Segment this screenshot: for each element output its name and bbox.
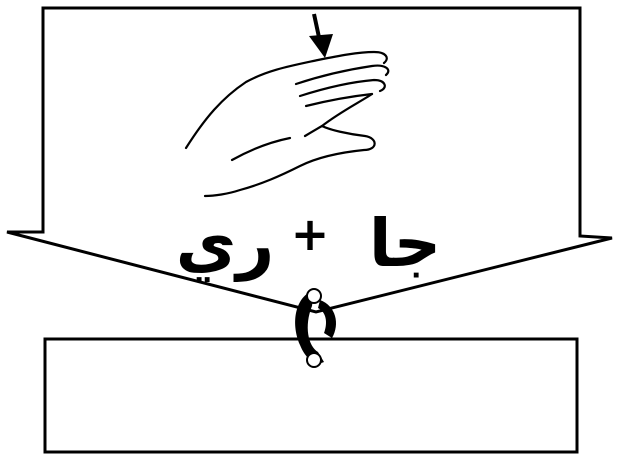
letters-left: ري — [176, 205, 274, 282]
plus-sign: + — [291, 207, 330, 261]
letters-right: جا — [369, 205, 441, 282]
down-block-arrow — [7, 8, 612, 312]
